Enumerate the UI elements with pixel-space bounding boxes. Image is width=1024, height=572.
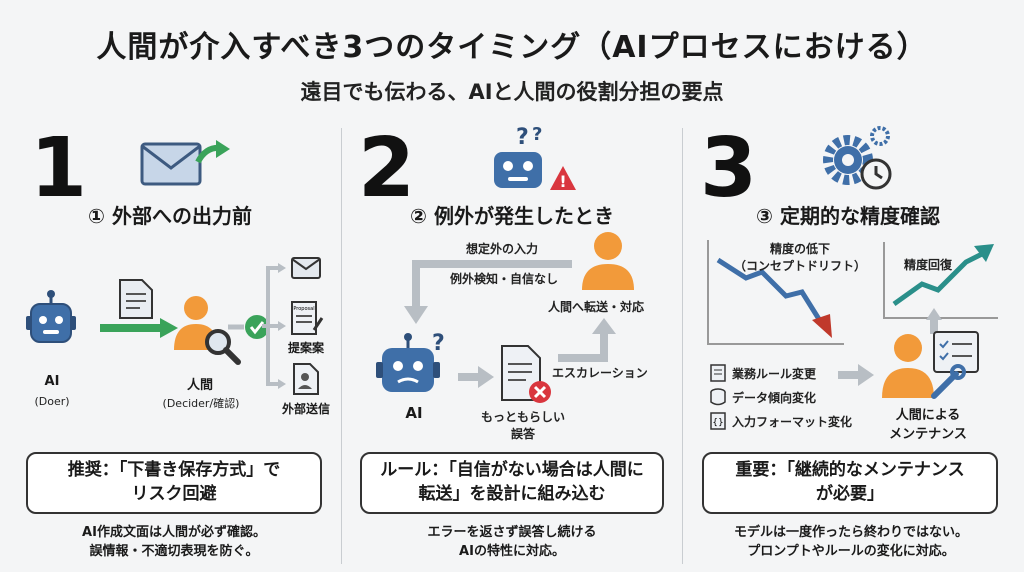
output-external: 外部送信 (281, 402, 330, 416)
rules-doc-icon (710, 364, 726, 382)
robot-question-warning-icon: ? ? ! (494, 124, 576, 191)
human-role: (Decider/確認) (162, 397, 240, 410)
box-line: が必要」 (816, 484, 884, 504)
box-line: 転送」を設計に組み込む (418, 484, 606, 504)
section-1-heading: ① 外部への出力前 (88, 204, 252, 228)
factor-item: 業務ルール変更 (710, 364, 870, 382)
escalation-arrow (558, 318, 616, 362)
human-label: 人間 (186, 378, 213, 393)
accuracy-recover-chart (883, 242, 998, 319)
section-2-heading: ② 例外が発生したとき (410, 204, 614, 228)
svg-text:?: ? (432, 331, 445, 356)
doc-badge: Proposal (293, 306, 314, 312)
human-maintenance-icon (882, 331, 979, 399)
svg-text:?: ? (532, 124, 542, 145)
drop-label-line: 精度の低下 (769, 242, 830, 256)
factor-label: データ傾向変化 (732, 390, 817, 405)
factor-item: データ傾向変化 (710, 388, 870, 406)
drop-label: 精度の低下 （コンセプトドリフト） (730, 240, 870, 274)
section-2-rule-box: ルール：「自信がない場合は人間に 転送」を設計に組み込む (360, 452, 664, 514)
note-line: 誤情報・不適切表現を防ぐ。 (89, 543, 259, 559)
loop-label-1: 想定外の入力 (466, 242, 539, 256)
human-icon (582, 232, 634, 290)
format-icon: {} (710, 412, 726, 430)
up-arrow (926, 308, 942, 334)
note-line: AIの特性に対応。 (459, 543, 565, 559)
svg-text:{}: {} (712, 418, 723, 428)
page-title: 人間が介入すべき3つのタイミング（AIプロセスにおける） (96, 30, 928, 65)
ai-role: (Doer) (34, 395, 70, 408)
page-subtitle: 遠目でも伝わる、AIと人間の役割分担の要点 (300, 80, 724, 104)
factor-label: 業務ルール変更 (732, 366, 817, 381)
factor-label: 入力フォーマット変化 (732, 414, 853, 429)
flow-arrow (100, 318, 178, 338)
note-line: AI作成文面は人間が必ず確認。 (82, 525, 266, 540)
section-3-note: モデルは一度作ったら終わりではない。 プロンプトやルールの変化に対応。 (690, 524, 1012, 562)
factor-list: 業務ルール変更 データ傾向変化 {} 入力フォーマット変化 (710, 364, 870, 430)
section-2-number: 2 (358, 121, 416, 216)
note-line: モデルは一度作ったら終わりではない。 (733, 525, 968, 540)
accuracy-drop-chart (707, 240, 844, 345)
proposal-document-icon: Proposal (291, 301, 324, 335)
database-icon (710, 388, 726, 406)
wrong-answer-label: もっともらしい 誤答 (468, 408, 578, 442)
section-3-important-box: 重要：「継続的なメンテナンス が必要」 (702, 452, 998, 514)
flow-arrow (458, 366, 494, 388)
human-maintenance-label: 人間による メンテナンス (868, 404, 988, 442)
box-line: 重要：「継続的なメンテナンス (735, 460, 965, 481)
ai-label: AI (44, 374, 60, 389)
output-proposal: 提案案 (287, 341, 324, 355)
box-line: ルール：「自信がない場合は人間に (380, 460, 644, 481)
wrong-answer-line: もっともらしい (480, 410, 565, 424)
robot-icon (26, 290, 76, 343)
check-icon (245, 315, 269, 339)
note-line: エラーを返さず誤答し続ける (427, 525, 597, 540)
external-send-doc-icon (293, 363, 319, 395)
column-divider-1 (341, 128, 342, 564)
factor-item: {} 入力フォーマット変化 (710, 412, 870, 430)
note-line: プロンプトやルールの変化に対応。 (747, 543, 955, 559)
loop-arrow (404, 260, 572, 324)
section-1-recommendation-box: 推奨：「下書き保存方式」で リスク回避 (26, 452, 322, 514)
flow-arrow (838, 364, 874, 386)
escalation-label: エスカレーション (552, 366, 648, 380)
mail-icon (291, 257, 321, 279)
loop-label-2: 例外検知・自信なし (450, 272, 559, 286)
section-2-note: エラーを返さず誤答し続ける AIの特性に対応。 (356, 524, 668, 562)
human-maintenance-line: メンテナンス (889, 427, 967, 442)
robot-confused-icon: ? (376, 331, 445, 392)
human-maintenance-line: 人間による (895, 408, 961, 423)
wrong-answer-line: 誤答 (510, 427, 535, 441)
svg-text:?: ? (516, 125, 529, 150)
svg-text:!: ! (559, 172, 566, 191)
ai-label: AI (405, 404, 423, 422)
gear-clock-icon (823, 126, 892, 190)
section-1-note: AI作成文面は人間が必ず確認。 誤情報・不適切表現を防ぐ。 (20, 524, 328, 562)
human-magnifier-icon (174, 296, 241, 365)
human-action: 人間へ転送・対応 (548, 300, 645, 314)
document-icon (119, 279, 153, 319)
column-divider-2 (682, 128, 683, 564)
section-3-heading: ③ 定期的な精度確認 (756, 204, 940, 228)
envelope-send-icon (140, 140, 230, 186)
branch-arrows (228, 263, 286, 389)
error-document-icon (501, 345, 551, 403)
drop-label-line: （コンセプトドリフト） (733, 259, 866, 273)
box-line: リスク回避 (131, 484, 217, 504)
section-3-number: 3 (700, 121, 758, 216)
recover-label: 精度回復 (904, 258, 953, 272)
section-1-number: 1 (30, 121, 88, 216)
box-line: 推奨：「下書き保存方式」で (67, 460, 281, 481)
